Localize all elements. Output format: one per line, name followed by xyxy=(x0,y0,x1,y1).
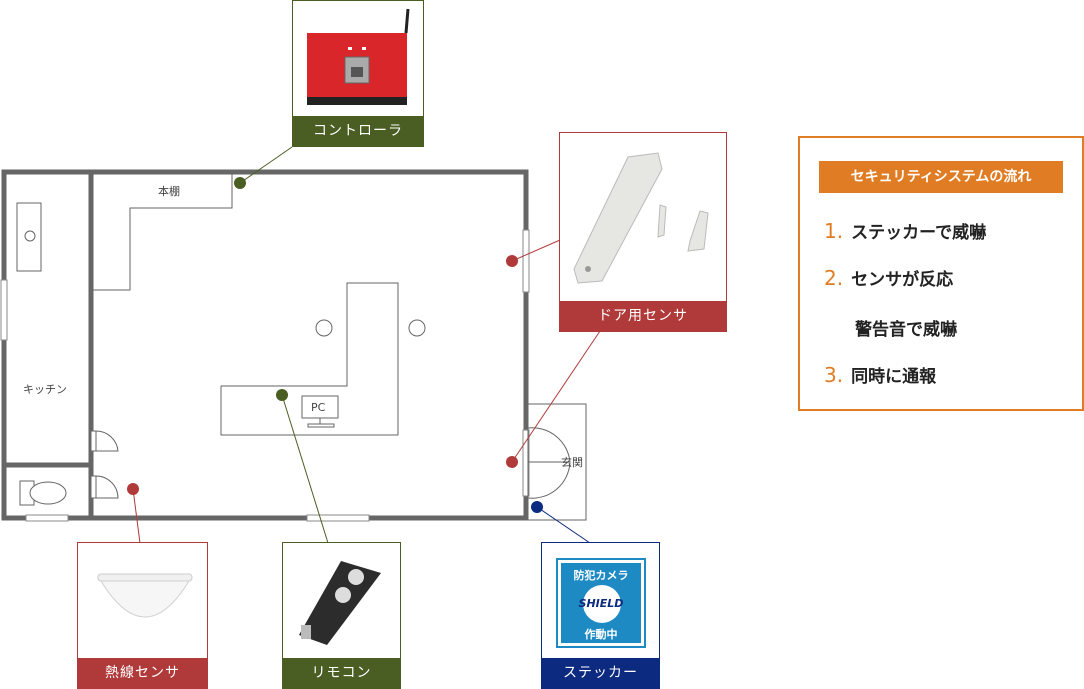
chair-right xyxy=(408,319,426,337)
toilet xyxy=(19,480,67,506)
sticker-text-brand: SHIELD xyxy=(578,597,624,610)
sticker-text-top: 防犯カメラ xyxy=(573,569,629,582)
heat-sensor-dot[interactable] xyxy=(127,483,139,495)
remote-card[interactable]: リモコン xyxy=(282,542,401,689)
heat-sensor-label: 熱線センサ xyxy=(78,658,207,688)
flow-step-3-text: 同時に通報 xyxy=(851,367,937,387)
door-sensor-label: ドア用センサ xyxy=(560,301,726,331)
bookshelf xyxy=(91,172,233,291)
sticker-image: 防犯カメラ SHIELD 作動中 xyxy=(556,558,646,648)
flow-step-3-num: 3. xyxy=(824,363,844,387)
flow-step-1: 1. ステッカーで威嚇 xyxy=(824,218,986,243)
interior-doors xyxy=(90,430,119,499)
openings xyxy=(0,229,530,522)
door-sensor-image xyxy=(573,152,709,284)
door-sensor-dot-entrance[interactable] xyxy=(506,456,518,468)
shield-icon xyxy=(583,585,621,623)
heat-sensor-image xyxy=(97,573,193,618)
kitchen-counter xyxy=(16,202,42,272)
flow-step-2-num: 2. xyxy=(824,266,844,290)
controller-label: コントローラ xyxy=(293,116,423,146)
flow-title: セキュリティシステムの流れ xyxy=(819,161,1063,193)
bookshelf-label: 本棚 xyxy=(158,184,180,198)
security-flow-panel: セキュリティシステムの流れ 1. ステッカーで威嚇 2. センサが反応 警告音で威嚇… xyxy=(798,136,1084,411)
kitchen-label: キッチン xyxy=(23,383,67,396)
remote-dot[interactable] xyxy=(276,389,288,401)
pc-label: PC xyxy=(311,401,326,414)
flow-step-3: 3. 同時に通報 xyxy=(824,362,936,387)
sticker-text-bottom: 作動中 xyxy=(584,628,618,641)
door-sensor-dot-window[interactable] xyxy=(506,255,518,267)
remote-label: リモコン xyxy=(283,658,400,688)
flow-step-2b-text: 警告音で威嚇 xyxy=(855,320,957,340)
flow-step-1-text: ステッカーで威嚇 xyxy=(851,223,987,243)
flow-step-2b: 警告音で威嚇 xyxy=(855,315,957,340)
outer-walls xyxy=(1,169,529,521)
controller-dot[interactable] xyxy=(234,177,246,189)
pc-monitor xyxy=(301,395,339,428)
controller-image xyxy=(307,8,410,105)
entrance-label: 玄関 xyxy=(561,455,583,469)
chair-left xyxy=(315,319,333,337)
sticker-card[interactable]: 防犯カメラ SHIELD 作動中 ステッカー xyxy=(541,542,660,689)
sticker-dot[interactable] xyxy=(531,501,543,513)
door-sensor-card[interactable]: ドア用センサ xyxy=(559,132,727,332)
remote-image xyxy=(299,561,381,645)
controller-card[interactable]: コントローラ xyxy=(292,0,424,147)
heat-sensor-card[interactable]: 熱線センサ xyxy=(77,542,208,689)
leader-lines xyxy=(132,146,601,544)
entrance xyxy=(527,403,587,521)
flow-step-2-text: センサが反応 xyxy=(851,270,954,290)
flow-step-2: 2. センサが反応 xyxy=(824,265,953,290)
inner-walls xyxy=(4,172,94,518)
sticker-label: ステッカー xyxy=(542,658,659,688)
desk xyxy=(220,282,399,436)
flow-step-1-num: 1. xyxy=(824,219,844,243)
